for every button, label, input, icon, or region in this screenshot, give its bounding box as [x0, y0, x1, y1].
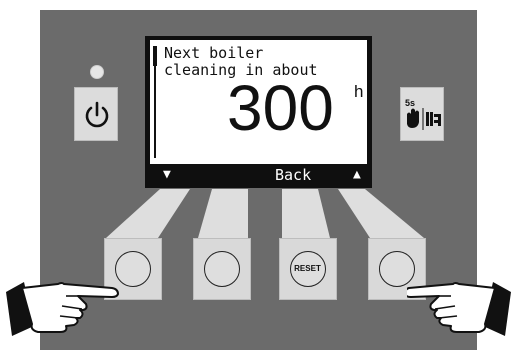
button-ring [115, 251, 151, 287]
button-ring: RESET [290, 251, 326, 287]
pointing-hand-icon [407, 262, 517, 354]
reset-label: RESET [291, 252, 324, 285]
softkey-button-2[interactable] [193, 238, 251, 300]
reset-button[interactable]: RESET [279, 238, 337, 300]
button-ring [204, 251, 240, 287]
pointing-hand-icon [0, 262, 120, 354]
